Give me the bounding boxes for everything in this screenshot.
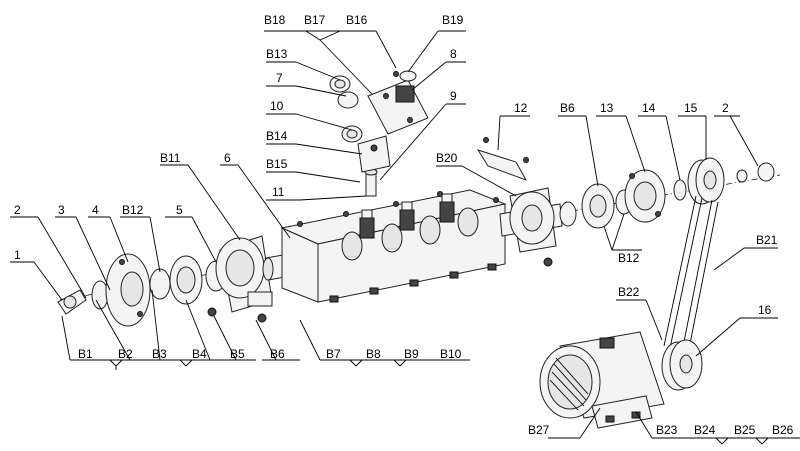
part-pin-11 [364,168,378,197]
label-B8: B8 [366,347,381,361]
label-B12-left: B12 [122,203,144,217]
label-B11: B11 [160,151,181,165]
label-B1: B1 [78,347,93,361]
part-top-plate [367,70,429,135]
label-B24: B24 [694,423,716,437]
label-16: 16 [758,303,772,317]
label-B17: B17 [304,13,326,27]
label-B23: B23 [656,423,678,437]
label-B2: B2 [118,347,133,361]
part-bracket-10 [357,135,391,173]
label-B6: B6 [270,347,285,361]
motor-fan-grille [549,357,589,411]
label-B16: B16 [346,13,368,27]
label-B7: B7 [326,347,341,361]
assembly-drawing [57,70,781,429]
label-B5: B5 [230,347,245,361]
label-B27: B27 [528,423,550,437]
label-2: 2 [14,203,21,217]
label-B19: B19 [442,13,464,27]
part-top-bearings [329,75,363,143]
label-1: 1 [14,248,21,262]
part-bearing-housing-left [207,235,273,323]
label-3: 3 [58,203,65,217]
part-bearing-left [169,255,203,305]
label-B4: B4 [192,347,207,361]
part-coupling-small [57,289,87,315]
label-B3: B3 [152,347,167,361]
part-seal-ring-right [559,201,577,227]
label-B12-right: B12 [618,251,640,265]
label-B15: B15 [266,157,288,171]
label-8: 8 [450,47,457,61]
label-B20: B20 [436,151,458,165]
part-main-body [280,189,507,303]
part-bearing-housing-right [624,169,666,223]
part-pulley-15 [687,157,725,205]
label-B13: B13 [266,47,288,61]
label-B22: B22 [618,285,640,299]
part-shaft-right [499,187,563,267]
label-14: 14 [642,101,656,115]
label-13: 13 [600,101,614,115]
part-motor-pulley [661,339,703,391]
part-end-flange [105,253,151,327]
label-10: 10 [270,99,284,113]
label-B18: B18 [264,13,286,27]
label-B26: B26 [772,423,794,437]
label-9: 9 [450,89,457,103]
part-bearing-right [581,183,615,229]
body-top-bolts [297,191,499,227]
label-5: 5 [176,203,183,217]
label-6: 6 [224,151,231,165]
label-4: 4 [92,203,99,217]
label-B25: B25 [734,423,756,437]
label-11: 11 [272,185,285,199]
label-7: 7 [276,71,283,85]
leader-lines [10,30,800,445]
part-electric-motor [539,331,665,429]
body-openings [341,207,479,261]
part-seal-ring-left [149,268,171,300]
label-2-right: 2 [722,101,729,115]
part-cap-right [736,162,775,183]
label-B9: B9 [404,347,419,361]
label-B14: B14 [266,129,288,143]
nozzle-assemblies [359,193,455,239]
label-12: 12 [514,101,528,115]
part-cover-plate [476,137,529,181]
part-labels: 2 3 4 B12 1 5 B11 6 B18 B17 B16 B19 8 9 … [14,13,794,437]
part-v-belt [663,195,719,355]
label-B10: B10 [440,347,462,361]
label-15: 15 [684,101,698,115]
part-sleeve-14 [673,179,687,201]
label-B21: B21 [756,233,778,247]
label-B6-right: B6 [560,101,575,115]
body-bottom-bolts [329,263,497,303]
